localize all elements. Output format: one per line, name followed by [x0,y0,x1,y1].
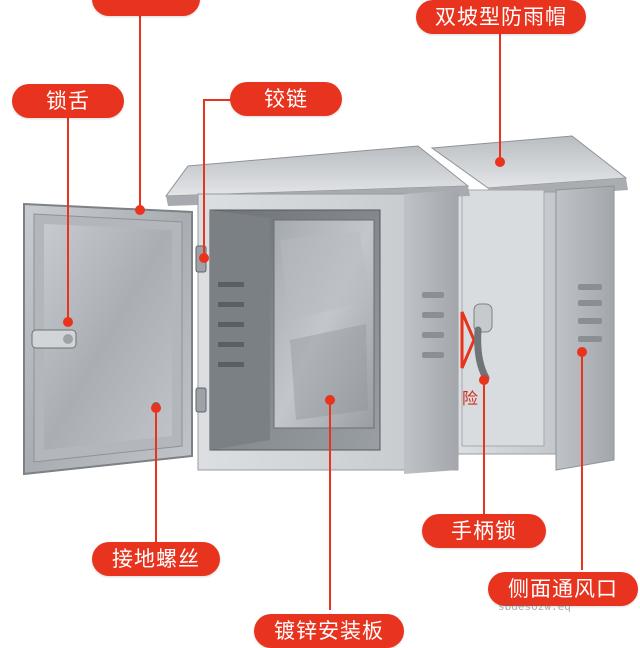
warning-sign-text: 险 [462,389,478,408]
warning-sign: 险 [460,311,478,408]
open-door [23,202,193,476]
callout-handle-lock: 手柄锁 [422,514,546,548]
callout-dots [63,157,587,413]
callout-top-cut [92,0,200,16]
open-cabinet [164,145,470,474]
watermark: sbdesozw.eq [498,600,571,613]
handle-lock [473,303,493,382]
callout-rain-hood: 双坡型防雨帽 [416,0,586,34]
callout-lock-tongue: 锁舌 [12,84,124,118]
inner-wall-slots [218,282,244,367]
callout-side-vent: 侧面通风口 [488,572,638,606]
lock-tongue [31,329,77,349]
callout-mount-plate: 镀锌安装板 [254,614,404,648]
closed-cabinet: 险 [430,135,628,471]
side-vents [578,284,602,342]
callout-hinge: 铰链 [230,82,342,116]
callout-lines [67,0,583,610]
callout-ground-screw: 接地螺丝 [92,542,220,576]
